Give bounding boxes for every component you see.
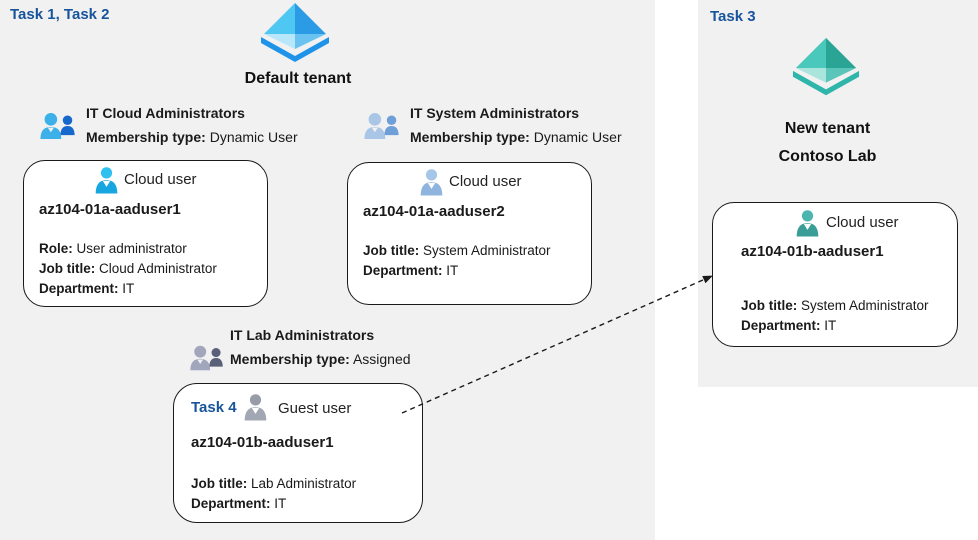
membership-type-value: Dynamic User <box>209 129 298 145</box>
user-details: Job title: System Administrator Departme… <box>741 296 929 336</box>
detail-job-title: Job title: Cloud Administrator <box>39 261 217 276</box>
group-membership-it-system-admins: Membership type: Dynamic User <box>410 129 622 145</box>
group-name-it-cloud-admins: IT Cloud Administrators <box>86 105 245 121</box>
group-name-it-lab-admins: IT Lab Administrators <box>230 327 375 343</box>
cloud-user-teal-icon <box>796 210 819 237</box>
task-4-label: Task 4 <box>191 399 237 416</box>
task-3-label: Task 3 <box>710 8 756 25</box>
detail-job-title: Job title: System Administrator <box>741 298 929 313</box>
azure-tenant-pyramid-teal-icon <box>792 37 860 96</box>
user-type-label: Cloud user <box>826 214 899 231</box>
cloud-user-card-2: Cloud user az104-01a-aaduser2 Job title:… <box>347 162 592 305</box>
new-tenant-cloud-user-card: Cloud user az104-01b-aaduser1 Job title:… <box>712 202 958 347</box>
guest-user-card: Task 4 Guest user az104-01b-aaduser1 Job… <box>173 383 423 523</box>
user-details: Job title: System Administrator Departme… <box>363 241 551 281</box>
user-details: Job title: Lab Administrator Department:… <box>191 474 356 514</box>
group-people-blue-icon <box>40 113 75 139</box>
task-1-2-label: Task 1, Task 2 <box>10 6 110 23</box>
new-tenant-title-line1: New tenant <box>784 120 871 137</box>
username: az104-01a-aaduser2 <box>363 203 505 220</box>
user-type-label: Cloud user <box>124 171 197 188</box>
membership-type-label: Membership type: <box>230 351 350 367</box>
detail-department: Department: IT <box>191 496 287 511</box>
group-membership-it-lab-admins: Membership type: Assigned <box>230 351 411 367</box>
cloud-user-cyan-icon <box>95 167 118 194</box>
membership-type-label: Membership type: <box>410 129 530 145</box>
user-type-label: Cloud user <box>449 173 522 190</box>
detail-department: Department: IT <box>363 263 459 278</box>
group-people-gray-icon <box>190 345 223 371</box>
new-tenant-title-line2: Contoso Lab <box>778 148 877 165</box>
user-type-label: Guest user <box>278 400 352 417</box>
group-membership-it-cloud-admins: Membership type: Dynamic User <box>86 129 298 145</box>
username: az104-01b-aaduser1 <box>191 434 334 451</box>
group-people-steel-icon <box>364 113 399 139</box>
detail-job-title: Job title: Lab Administrator <box>191 476 357 491</box>
detail-department: Department: IT <box>39 281 135 296</box>
guest-user-gray-icon <box>244 394 267 421</box>
default-tenant-title: Default tenant <box>244 70 352 87</box>
membership-type-value: Dynamic User <box>533 129 622 145</box>
membership-type-label: Membership type: <box>86 129 206 145</box>
username: az104-01b-aaduser1 <box>741 243 884 260</box>
azure-tenant-pyramid-blue-icon <box>261 3 329 62</box>
group-name-it-system-admins: IT System Administrators <box>410 105 580 121</box>
membership-type-value: Assigned <box>352 351 411 367</box>
user-details: Role: User administrator Job title: Clou… <box>39 239 217 299</box>
detail-role: Role: User administrator <box>39 241 187 256</box>
cloud-user-steel-icon <box>420 169 443 196</box>
detail-job-title: Job title: System Administrator <box>363 243 551 258</box>
cloud-user-card-1: Cloud user az104-01a-aaduser1 Role: User… <box>23 160 268 307</box>
username: az104-01a-aaduser1 <box>39 201 181 218</box>
detail-department: Department: IT <box>741 318 837 333</box>
